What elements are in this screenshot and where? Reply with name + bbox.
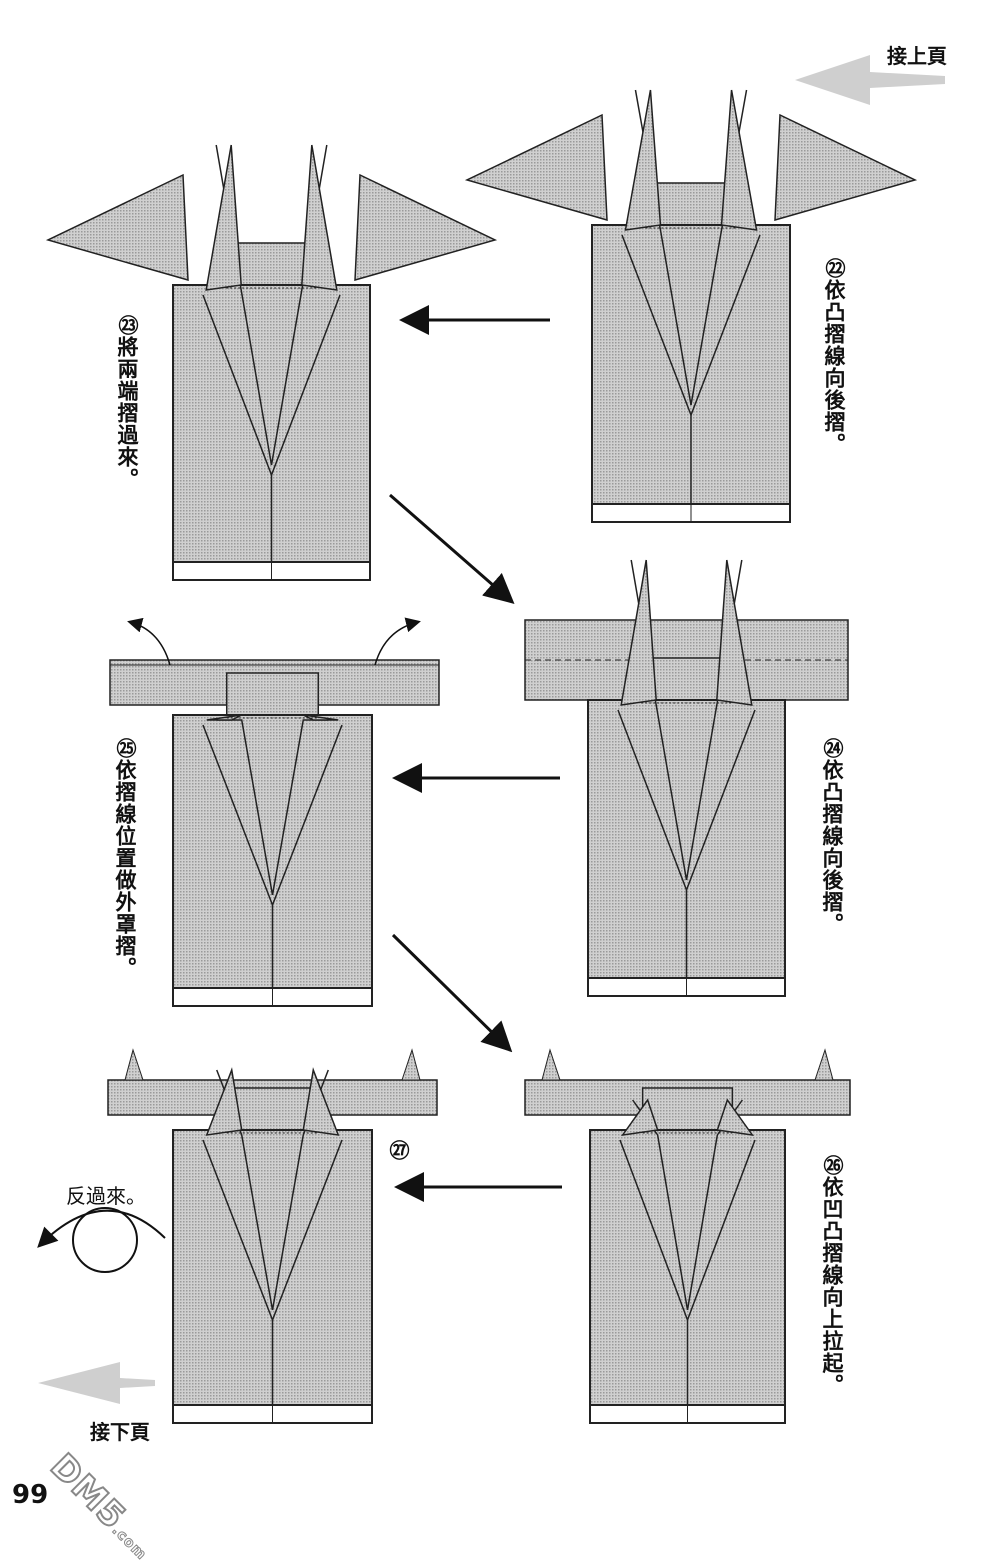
wing-right [354,173,498,282]
step-24-label: ㉔依凸摺線向後摺。 [820,738,844,935]
step-25-label: ㉕依摺線位置做外罩摺。 [113,738,137,979]
page-number: 99 [12,1480,49,1510]
figure-step-27 [107,1048,438,1424]
step-number: ㉗ [386,1140,410,1161]
fold-arrow-icon [374,617,421,666]
step-number: ㉓ [115,315,139,336]
prev-page-label: 接上頁 [887,44,947,68]
collar-left [205,1067,243,1136]
collar-left [624,89,662,231]
step-text: 依摺線位置做外罩摺。 [113,759,137,979]
step-text: 依凹凸摺線向上拉起。 [820,1176,844,1396]
figure-step-24 [524,559,849,997]
flip-label: 反過來。 [66,1184,146,1208]
step-arrow [391,933,513,1053]
fold-arrow-icon [127,617,171,666]
horn-left [124,1048,144,1081]
step-number: ㉕ [113,738,137,759]
step-number: ㉔ [820,738,844,759]
figure-step-26 [524,1048,851,1424]
wing-left [45,173,189,282]
collar-right [716,1098,754,1136]
figure-step-22 [464,89,918,523]
next-page-arrow-icon [38,1362,155,1404]
collar-left [205,144,242,291]
step-22-label: ㉒依凸摺線向後摺。 [822,258,846,455]
next-page-label: 接下頁 [90,1420,150,1444]
step-number: ㉖ [820,1155,844,1176]
arrows-group [37,55,945,1404]
collar-left [621,1098,659,1136]
flip-arrow-icon [37,1209,166,1248]
step-23-label: ㉓將兩端摺過來。 [115,315,139,490]
figures-group [45,89,918,1424]
collar-right [716,559,753,706]
prev-page-arrow-icon [795,55,945,105]
step-arrow [389,493,515,604]
step-27-label: ㉗ [386,1140,410,1161]
step-text: 依凸摺線向後摺。 [820,759,844,935]
horn-right [401,1048,421,1081]
step-number: ㉒ [822,258,846,279]
horn-right [814,1048,834,1081]
wing-right [774,113,918,222]
wing-left [464,113,608,222]
figure-step-23 [45,144,498,581]
step-text: 依凸摺線向後摺。 [822,279,846,455]
collar-right [301,144,338,291]
flip-circle-icon [72,1207,138,1273]
step-text: 將兩端摺過來。 [115,336,139,490]
figure-step-25 [109,659,440,1007]
step-26-label: ㉖依凹凸摺線向上拉起。 [820,1155,844,1396]
collar-right [720,89,758,231]
collar-right [302,1067,340,1136]
collar-left [620,559,657,706]
horn-left [541,1048,561,1081]
